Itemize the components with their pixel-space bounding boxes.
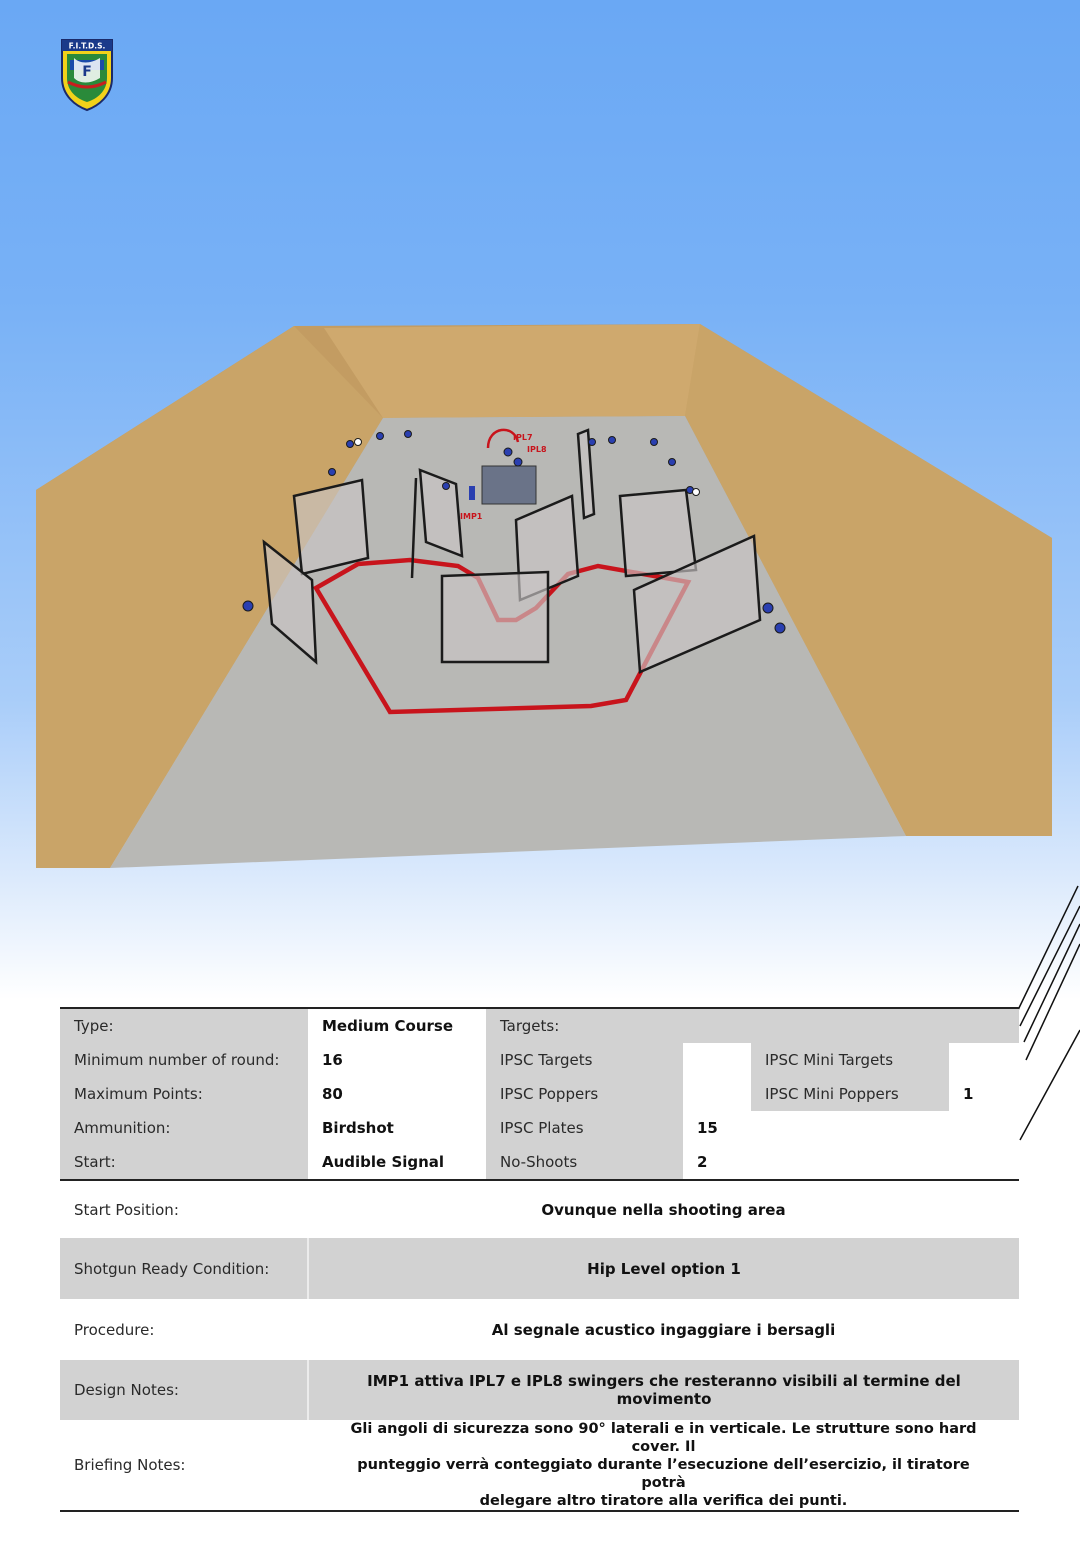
ipsc-mini-poppers-label: IPSC Mini Poppers bbox=[751, 1077, 949, 1111]
row-min-rounds: Minimum number of round: 16 IPSC Targets… bbox=[60, 1043, 1020, 1077]
procedure-label: Procedure: bbox=[74, 1320, 155, 1339]
stage-diagram: IPL7 IPL8 IMP1 bbox=[36, 324, 1052, 868]
logo-text: F.I.T.D.S. bbox=[69, 42, 106, 51]
fitds-logo: F.I.T.D.S. F bbox=[61, 39, 113, 112]
targets-header: Targets: bbox=[486, 1007, 1020, 1043]
type-label: Type: bbox=[60, 1007, 308, 1043]
min-rounds-value: 16 bbox=[308, 1043, 486, 1077]
start-position-value: Ovunque nella shooting area bbox=[541, 1200, 786, 1219]
swing-arrow bbox=[486, 428, 520, 449]
briefing-line: Gli angoli di sicurezza sono 90° lateral… bbox=[350, 1421, 977, 1455]
ipsc-mini-targets-label: IPSC Mini Targets bbox=[751, 1043, 949, 1077]
design-notes-label: Design Notes: bbox=[60, 1360, 308, 1420]
row-briefing-notes: Briefing Notes: Gli angoli di sicurezza … bbox=[60, 1420, 1019, 1512]
row-ready-condition: Shotgun Ready Condition: Hip Level optio… bbox=[60, 1238, 1019, 1299]
ipsc-plates-label: IPSC Plates bbox=[486, 1111, 683, 1145]
back-berm-face bbox=[324, 324, 700, 418]
row-procedure: Procedure: Al segnale acustico ingaggiar… bbox=[60, 1299, 1019, 1360]
row-max-points: Maximum Points: 80 IPSC Poppers IPSC Min… bbox=[60, 1077, 1020, 1111]
svg-text:F: F bbox=[82, 64, 92, 80]
min-rounds-label: Minimum number of round: bbox=[60, 1043, 308, 1077]
row-type: Type: Medium Course Targets: bbox=[60, 1007, 1020, 1043]
briefing-notes-value: Gli angoli di sicurezza sono 90° lateral… bbox=[308, 1420, 1019, 1512]
ipsc-poppers-label: IPSC Poppers bbox=[486, 1077, 683, 1111]
label-ipl8: IPL8 bbox=[527, 445, 547, 454]
start-label: Start: bbox=[60, 1145, 308, 1181]
stage-notes-table: Start Position: Ovunque nella shooting a… bbox=[60, 1181, 1019, 1512]
label-imp1: IMP1 bbox=[460, 512, 483, 521]
row-start-position: Start Position: Ovunque nella shooting a… bbox=[60, 1181, 1019, 1238]
row-ammunition: Ammunition: Birdshot IPSC Plates 15 bbox=[60, 1111, 1020, 1145]
poppers bbox=[354, 438, 700, 496]
start-position-label: Start Position: bbox=[74, 1200, 179, 1219]
ipsc-poppers-value bbox=[683, 1077, 751, 1111]
design-notes-value: IMP1 attiva IPL7 e IPL8 swingers che res… bbox=[307, 1360, 1019, 1420]
ipsc-mini-targets-value bbox=[949, 1043, 1020, 1077]
label-ipl7: IPL7 bbox=[513, 433, 533, 442]
ammo-value: Birdshot bbox=[308, 1111, 486, 1145]
empty-cell bbox=[751, 1111, 1020, 1145]
activator bbox=[469, 486, 475, 500]
ipsc-plates-value: 15 bbox=[683, 1111, 751, 1145]
walls bbox=[262, 428, 762, 674]
type-value: Medium Course bbox=[308, 1007, 486, 1043]
row-design-notes: Design Notes: IMP1 attiva IPL7 e IPL8 sw… bbox=[60, 1360, 1019, 1420]
decorative-stripes bbox=[1017, 885, 1080, 1141]
ipsc-targets-label: IPSC Targets bbox=[486, 1043, 683, 1077]
ready-condition-value: Hip Level option 1 bbox=[307, 1238, 1019, 1299]
swinger-panel bbox=[481, 465, 537, 505]
briefing-line: delegare altro tiratore alla verifica de… bbox=[479, 1493, 848, 1509]
start-value: Audible Signal bbox=[308, 1145, 486, 1181]
right-berm bbox=[685, 324, 1052, 836]
no-shoots-label: No-Shoots bbox=[486, 1145, 683, 1181]
ready-condition-label: Shotgun Ready Condition: bbox=[60, 1238, 308, 1299]
briefing-notes-label: Briefing Notes: bbox=[60, 1420, 308, 1512]
row-start: Start: Audible Signal No-Shoots 2 bbox=[60, 1145, 1020, 1181]
max-points-value: 80 bbox=[308, 1077, 486, 1111]
procedure-value: Al segnale acustico ingaggiare i bersagl… bbox=[491, 1320, 836, 1339]
ipsc-targets-value bbox=[683, 1043, 751, 1077]
plates bbox=[242, 430, 786, 634]
briefing-line: punteggio verrà conteggiato durante l’es… bbox=[357, 1457, 970, 1491]
empty-cell bbox=[751, 1145, 1020, 1181]
ammo-label: Ammunition: bbox=[60, 1111, 308, 1145]
no-shoots-value: 2 bbox=[683, 1145, 751, 1181]
max-points-label: Maximum Points: bbox=[60, 1077, 308, 1111]
stage-info-table: Type: Medium Course Targets: Minimum num… bbox=[60, 1007, 1020, 1181]
left-berm bbox=[36, 326, 383, 868]
ipsc-mini-poppers-value: 1 bbox=[949, 1077, 1020, 1111]
